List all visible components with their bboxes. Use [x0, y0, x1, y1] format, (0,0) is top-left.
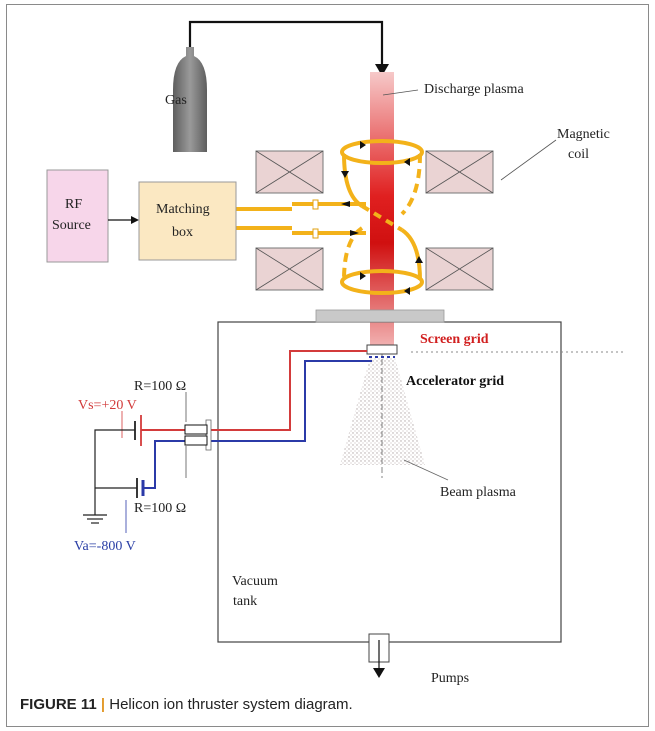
resistor-top-label: R=100 Ω — [134, 379, 186, 394]
gas-arrow-icon — [375, 64, 389, 76]
current-arrow-icon — [404, 158, 410, 166]
screen-grid-wire — [141, 350, 367, 431]
magnetic-coil-label-line2: coil — [568, 147, 589, 162]
accelerator-grid-label: Accelerator grid — [406, 374, 504, 389]
current-arrow-icon — [341, 171, 349, 178]
helicon-antenna — [236, 139, 424, 295]
magnetic-coil-label-line1: Magnetic — [557, 127, 610, 142]
magnetic-coil-bottom-left — [255, 247, 324, 291]
caption-separator: | — [100, 696, 106, 713]
battery-vs — [134, 415, 142, 446]
vacuum-tank-label-line1: Vacuum — [232, 574, 278, 589]
vacuum-tank-label-line2: tank — [233, 594, 257, 609]
discharge-tube — [370, 72, 394, 348]
screen-grid — [366, 344, 398, 355]
resistor-bottom-label: R=100 Ω — [134, 501, 186, 516]
pumps-label: Pumps — [431, 671, 469, 686]
current-arrow-icon — [341, 201, 350, 207]
va-label: Va=-800 V — [74, 539, 136, 554]
rf-source-label-line2: Source — [52, 218, 91, 233]
rf-source-box — [46, 169, 109, 263]
gas-label: Gas — [165, 93, 187, 108]
screen-grid-label: Screen grid — [420, 332, 489, 347]
matching-box-label-line2: box — [172, 225, 193, 240]
current-arrow-icon — [404, 287, 410, 295]
gas-bottle — [173, 47, 207, 152]
feed-connector-bottom — [312, 228, 319, 239]
magnetic-coil-top-right — [425, 150, 494, 194]
rf-arrow-icon — [131, 216, 139, 224]
helicon-thruster-diagram: Gas Discharge plasma Magnetic coil — [46, 20, 626, 686]
current-arrow-icon — [415, 256, 423, 263]
coil-leader-line — [500, 139, 557, 181]
discharge-plasma-label: Discharge plasma — [424, 82, 524, 97]
current-arrow-icon — [350, 230, 359, 236]
magnetic-coil-bottom-right — [425, 247, 494, 291]
vs-label: Vs=+20 V — [78, 398, 137, 413]
wall-feedthrough — [205, 419, 212, 451]
tank-flange — [315, 309, 445, 323]
ground-icon — [83, 514, 107, 524]
current-arrow-icon — [360, 272, 366, 280]
matching-box — [138, 181, 237, 261]
figure-caption: FIGURE 11 | Helicon ion thruster system … — [20, 696, 640, 713]
gas-pipe — [188, 20, 384, 64]
figure-frame — [6, 4, 649, 727]
pump-arrow-icon — [373, 668, 385, 678]
beam-plasma — [340, 358, 425, 465]
magnetic-coil-top-left — [255, 150, 324, 194]
resistor-screen — [184, 424, 208, 435]
beam-leader-line — [403, 459, 449, 481]
rf-source-label-line1: RF — [65, 197, 82, 212]
accelerator-grid-wire — [144, 360, 372, 489]
caption-text: Helicon ion thruster system diagram. — [109, 696, 353, 713]
resistor-accel — [184, 435, 208, 446]
current-arrow-icon — [360, 141, 366, 149]
figure-number: FIGURE 11 — [20, 696, 97, 713]
beam-plasma-label: Beam plasma — [440, 485, 517, 500]
discharge-leader-line — [382, 89, 419, 96]
ground-wiring — [94, 429, 137, 515]
feed-connector-top — [312, 199, 319, 210]
battery-va — [136, 478, 145, 498]
matching-box-label-line1: Matching — [156, 202, 210, 217]
